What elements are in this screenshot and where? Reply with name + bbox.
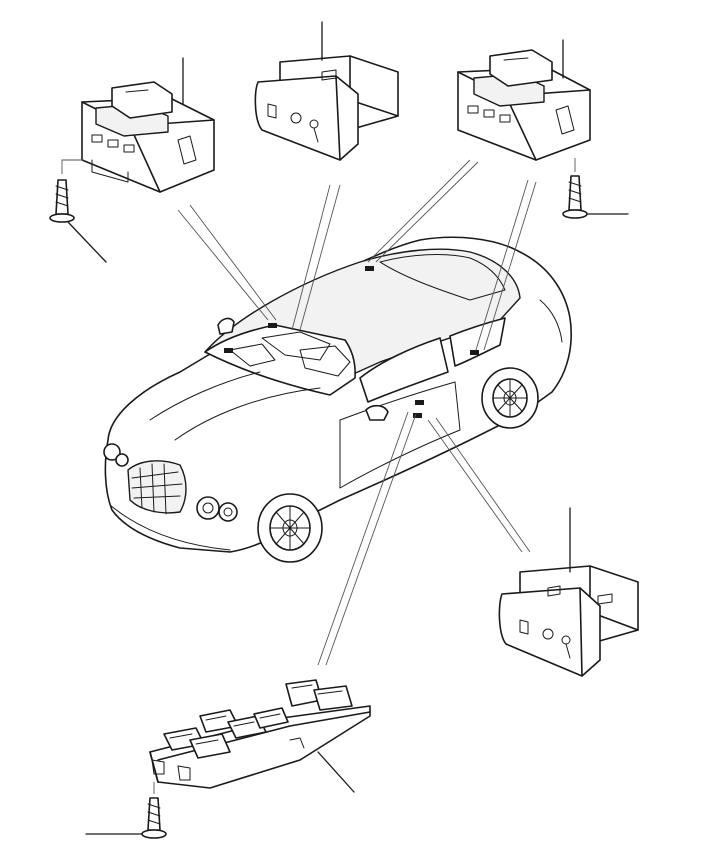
lock-switch-door [498, 507, 639, 677]
screw-left [49, 159, 107, 263]
window-switch-right [457, 39, 591, 161]
lock-switch-top [254, 21, 399, 161]
window-switch-left [81, 57, 215, 193]
vehicle-illustration [103, 236, 572, 563]
screw-bottom [85, 782, 167, 839]
window-switch-pack-driver [149, 679, 371, 793]
screw-right [562, 158, 629, 219]
placement-guide-lines [177, 159, 537, 666]
